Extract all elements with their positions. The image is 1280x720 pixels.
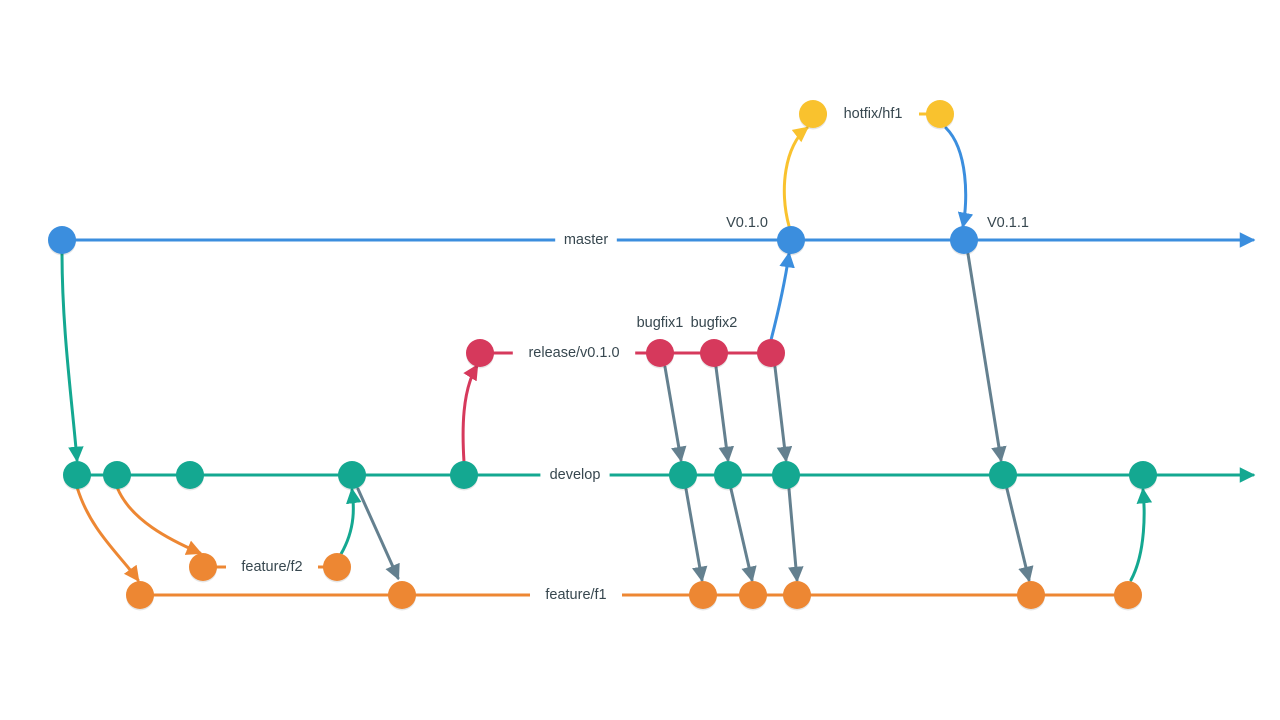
branch-layer — [60, 103, 1256, 606]
commit-label-master-2: V0.1.1 — [987, 215, 1029, 231]
connection-develop-d8-to-feature-f1 — [787, 487, 804, 583]
commit-node-feature_f1-4[interactable] — [783, 581, 811, 609]
commit-node-feature_f1-6[interactable] — [1114, 581, 1142, 609]
commit-node-release-3[interactable] — [757, 339, 785, 367]
commit-node-develop-0[interactable] — [63, 461, 91, 489]
commit-node-hotfix-0[interactable] — [799, 100, 827, 128]
commit-label-release-1: bugfix1 — [637, 315, 684, 331]
connection-layer — [60, 126, 1153, 583]
branch-label-release: release/v0.1.0 — [528, 345, 619, 361]
branch-label-backdrop-feature_f2 — [226, 556, 318, 578]
commit-node-develop-7[interactable] — [772, 461, 800, 489]
commit-node-feature_f1-0[interactable] — [126, 581, 154, 609]
branch-label-develop: develop — [550, 467, 601, 483]
connection-feature-f1-to-develop-right — [1129, 487, 1153, 582]
branch-label-hotfix: hotfix/hf1 — [844, 106, 903, 122]
connection-release-bugfix2-to-develop — [714, 365, 735, 463]
commit-node-master-0[interactable] — [48, 226, 76, 254]
commit-label-release-2: bugfix2 — [691, 315, 738, 331]
connection-hotfix-to-master — [944, 126, 974, 229]
branch-label-feature_f2: feature/f2 — [241, 559, 302, 575]
commit-node-feature_f2-1[interactable] — [323, 553, 351, 581]
commit-node-feature_f1-3[interactable] — [739, 581, 767, 609]
branch-label-master: master — [564, 232, 608, 248]
commit-node-master-2[interactable] — [950, 226, 978, 254]
connection-develop-d7-to-feature-f1 — [729, 487, 757, 583]
branch-label-backdrop-hotfix — [827, 103, 919, 125]
connection-feature-f2-to-develop — [339, 487, 362, 556]
commit-node-develop-1[interactable] — [103, 461, 131, 489]
connection-release-last-to-develop — [773, 365, 793, 463]
connection-master-to-hotfix — [782, 126, 809, 228]
branch-label-backdrop-master — [555, 229, 617, 251]
commit-node-develop-5[interactable] — [669, 461, 697, 489]
branch-label-feature_f1: feature/f1 — [545, 587, 606, 603]
commit-node-layer — [48, 100, 1157, 611]
connection-master-to-develop — [60, 250, 84, 463]
commit-node-feature_f1-5[interactable] — [1017, 581, 1045, 609]
commit-node-develop-4[interactable] — [450, 461, 478, 489]
connection-develop-to-feature-f1 — [75, 485, 140, 582]
commit-node-feature_f1-1[interactable] — [388, 581, 416, 609]
commit-node-release-0[interactable] — [466, 339, 494, 367]
commit-node-release-2[interactable] — [700, 339, 728, 367]
connection-release-to-master — [769, 251, 795, 342]
commit-node-hotfix-1[interactable] — [926, 100, 954, 128]
connection-develop-to-feature-f2 — [115, 485, 203, 555]
connection-develop-to-release — [461, 364, 479, 464]
commit-node-develop-8[interactable] — [989, 461, 1017, 489]
connection-release-bugfix1-to-develop — [663, 365, 687, 463]
branch-label-backdrop-release — [512, 342, 636, 364]
connection-develop-to-feature-f1-right — [1005, 487, 1034, 583]
commit-node-develop-6[interactable] — [714, 461, 742, 489]
branch-label-backdrop-develop — [540, 464, 610, 486]
commit-label-master-1: V0.1.0 — [726, 215, 768, 231]
commit-node-feature_f2-0[interactable] — [189, 553, 217, 581]
connection-develop-d6-to-feature-f1 — [684, 487, 708, 583]
commit-node-release-1[interactable] — [646, 339, 674, 367]
connection-master-v011-to-develop — [966, 252, 1007, 463]
commit-node-develop-3[interactable] — [338, 461, 366, 489]
commit-node-develop-9[interactable] — [1129, 461, 1157, 489]
branch-label-backdrop-feature_f1 — [530, 584, 622, 606]
commit-node-develop-2[interactable] — [176, 461, 204, 489]
commit-node-feature_f1-2[interactable] — [689, 581, 717, 609]
commit-node-master-1[interactable] — [777, 226, 805, 254]
connection-develop-to-feature-f1-mid — [356, 487, 400, 581]
